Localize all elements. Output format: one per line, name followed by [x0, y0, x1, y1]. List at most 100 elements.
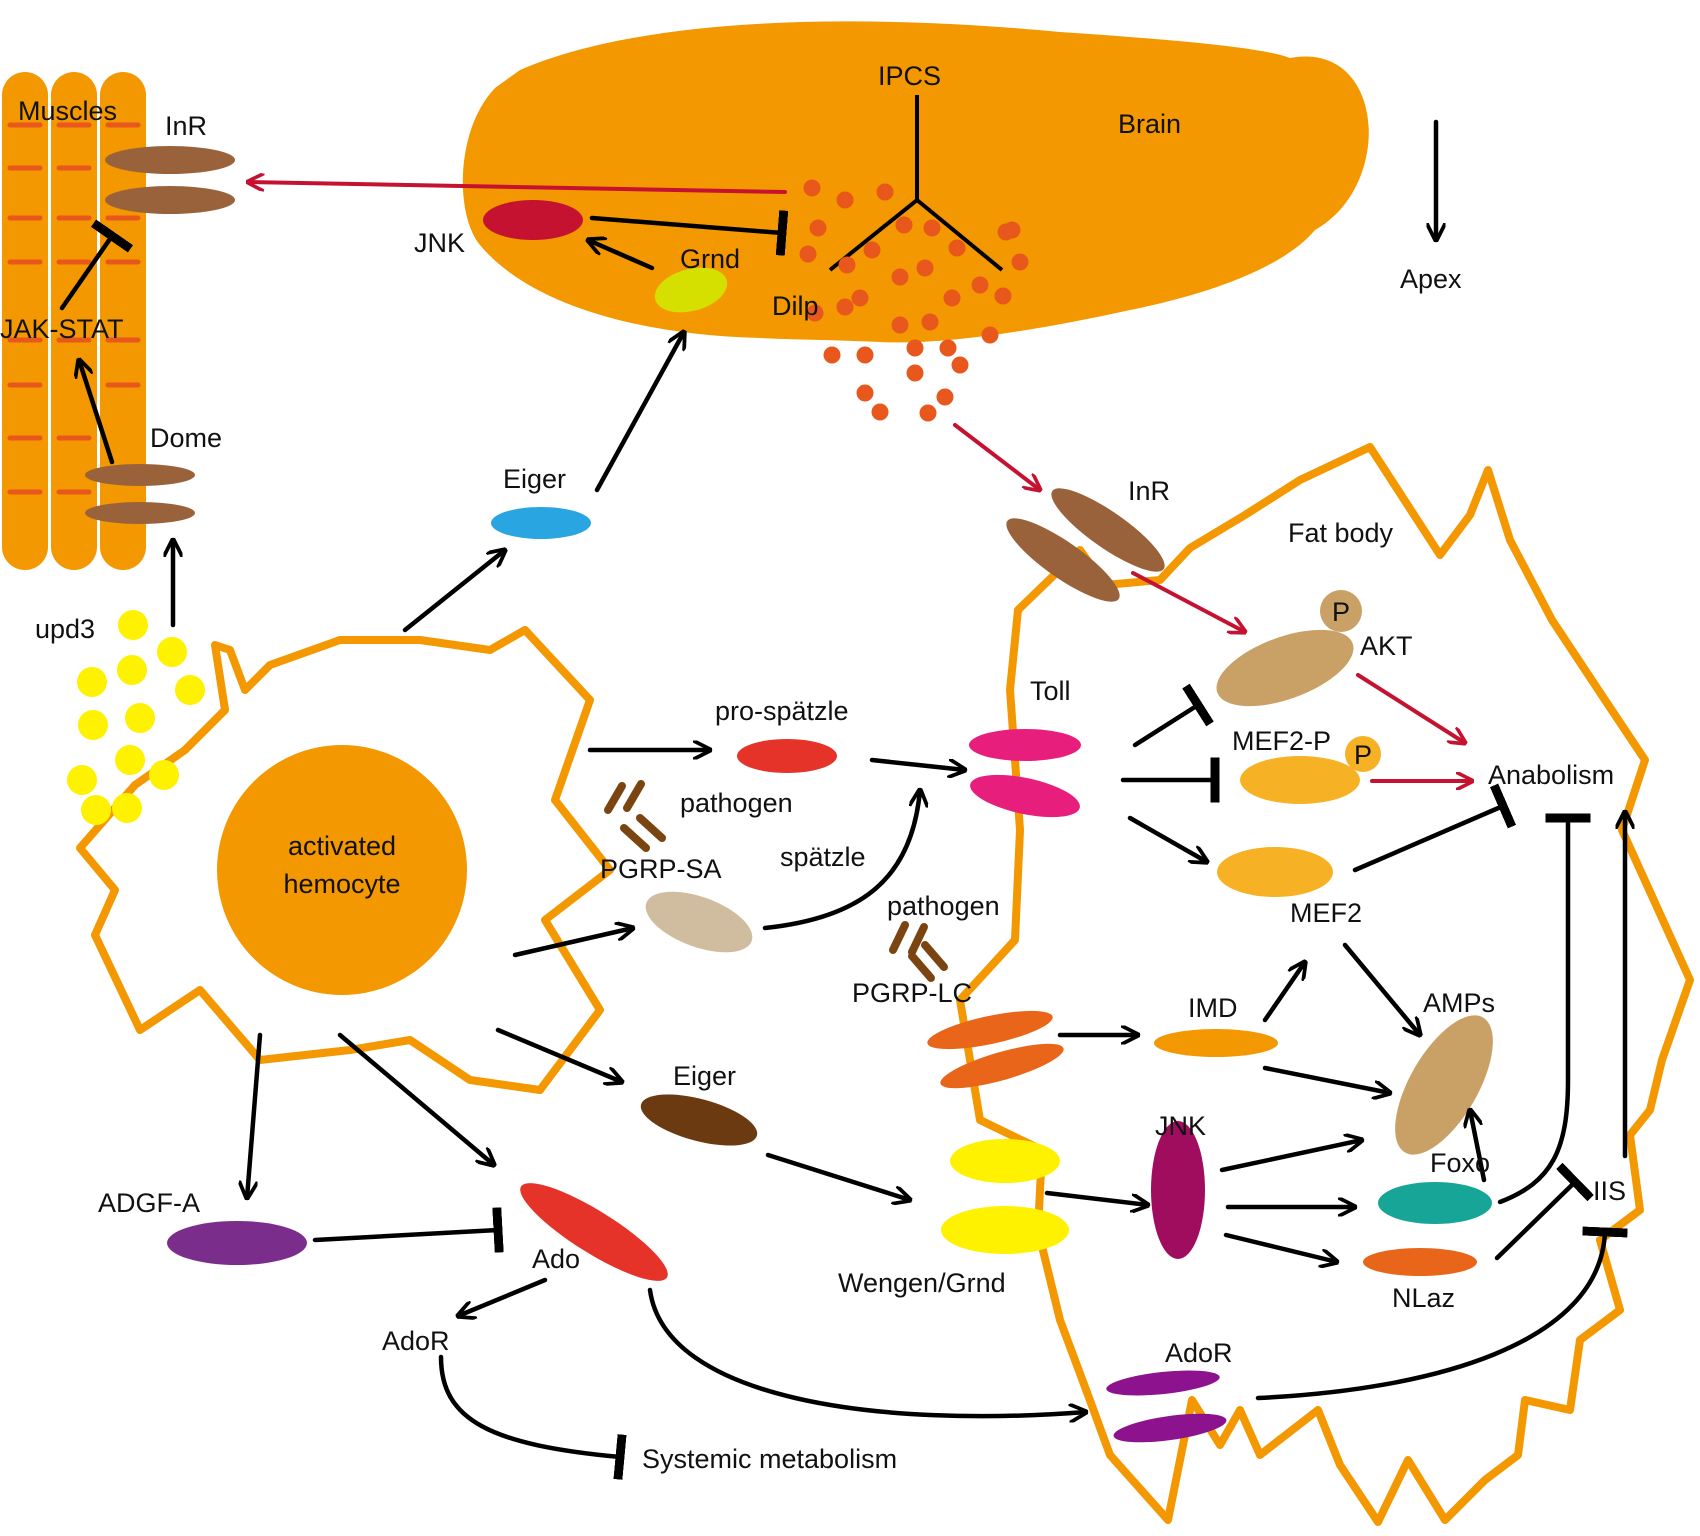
nlaz-node — [1363, 1248, 1477, 1276]
ador-inhibits-iis — [1255, 1226, 1628, 1401]
imd-to-mef2-arrow — [1262, 962, 1305, 1023]
upd3-dots — [67, 610, 205, 825]
eiger-bottom-node — [640, 1094, 758, 1146]
pgrp-lc-receptor-lower — [940, 1043, 1064, 1089]
wengen-grnd-label: Wengen/Grnd — [838, 1268, 1006, 1298]
diagram-labels: Muscles InR JAK-STAT Dome upd3 IPCS Brai… — [0, 61, 1626, 1474]
jnk-fat-label: JNK — [1155, 1111, 1206, 1141]
nlaz-inhibits-iis — [1494, 1162, 1594, 1261]
ipcs-label: IPCS — [878, 61, 941, 91]
akt-to-anabolism-arrow — [1356, 673, 1465, 743]
grnd-to-jnk-arrow — [588, 240, 655, 271]
spatzle-label: spätzle — [780, 842, 866, 872]
imd-node — [1154, 1029, 1278, 1057]
hemocyte-to-eiger-top-arrow — [402, 550, 505, 633]
mef2p-node — [1240, 756, 1360, 804]
adgf-a-node — [167, 1221, 307, 1265]
anabolism-label: Anabolism — [1488, 760, 1614, 790]
ado-label: Ado — [532, 1244, 580, 1274]
grnd-brain-node — [654, 267, 728, 313]
inr-to-akt-arrow — [1131, 571, 1245, 632]
dome-receptor-lower — [85, 502, 195, 524]
jak-stat-inhibits-inr — [59, 219, 134, 311]
akt-node — [1216, 629, 1354, 707]
ador-left-label: AdoR — [382, 1326, 450, 1356]
upd3-label: upd3 — [35, 614, 95, 644]
muscle-stripes — [7, 122, 141, 495]
imd-to-amps-arrow — [1262, 1065, 1390, 1093]
pgrp-lc-label: PGRP-LC — [852, 978, 972, 1008]
eiger-to-grnd-brain-arrow — [594, 332, 684, 493]
dome-label: Dome — [150, 423, 222, 453]
pathogen-2-label: pathogen — [887, 891, 1000, 921]
amps-label: AMPs — [1423, 988, 1495, 1018]
ipcs-neuron — [828, 95, 1004, 272]
iis-label: IIS — [1593, 1176, 1626, 1206]
fat-body-label: Fat body — [1288, 518, 1394, 548]
inr-muscle-receptor-upper — [105, 146, 235, 174]
mef2-inhibits-anabolism — [1352, 783, 1517, 873]
toll-receptor-upper — [969, 729, 1081, 761]
ador-right-label: AdoR — [1165, 1338, 1233, 1368]
foxo-label: Foxo — [1430, 1148, 1490, 1178]
eiger-top-node — [491, 507, 591, 539]
mef2p-phospho-badge — [1345, 736, 1381, 772]
inr-fat-receptor-upper — [1051, 488, 1165, 572]
mef2-label: MEF2 — [1290, 898, 1362, 928]
toll-inhibits-akt — [1132, 683, 1214, 748]
jnk-brain-label: JNK — [414, 228, 465, 258]
pro-spatzle-to-toll-arrow — [869, 757, 965, 770]
hemocyte-label-line1: activated — [288, 831, 396, 861]
pathogen-glyph-2 — [889, 921, 948, 982]
pathogen-glyph-1 — [604, 780, 666, 852]
ado-to-ador-arrow — [458, 1277, 548, 1316]
dilp-dots — [799, 179, 1029, 422]
imd-label: IMD — [1188, 993, 1238, 1023]
inr-muscle-receptor-lower — [105, 186, 235, 214]
eiger-bottom-label: Eiger — [673, 1061, 736, 1091]
pro-spatzle-node — [737, 739, 837, 773]
grnd-brain-label: Grnd — [680, 244, 740, 274]
hemocyte-to-eiger-bottom-arrow — [495, 1027, 622, 1082]
pgrp-sa-label: PGRP-SA — [600, 854, 722, 884]
dome-to-jak-stat-arrow — [79, 360, 115, 465]
jnk-brain-node — [483, 200, 583, 240]
jak-stat-label: JAK-STAT — [0, 314, 124, 344]
hemocyte-to-adgf-a-arrow — [247, 1032, 263, 1198]
hemocyte-to-pgrp-sa-arrow — [512, 928, 633, 958]
systemic-metabolism-label: Systemic metabolism — [642, 1444, 897, 1474]
mef2-node — [1217, 847, 1333, 897]
akt-label: AKT — [1360, 631, 1413, 661]
pgrp-sa-node — [645, 891, 753, 953]
inr-fat-receptor-lower — [1006, 518, 1120, 602]
dome-receptor-upper — [85, 464, 195, 486]
dilp-to-muscle-inr-arrow — [246, 182, 787, 194]
wengen-grnd-to-jnk-arrow — [1044, 1190, 1148, 1205]
wengen-grnd-receptor-lower — [941, 1206, 1069, 1254]
toll-label: Toll — [1030, 676, 1071, 706]
apex-label: Apex — [1400, 264, 1462, 294]
jnk-fat-node — [1151, 1121, 1205, 1259]
foxo-to-amps-arrow — [1470, 1110, 1487, 1183]
hemocyte-membrane — [76, 626, 614, 1094]
muscle-tissue — [2, 72, 235, 570]
hemocyte-label-line2: hemocyte — [283, 869, 400, 899]
ador-fat-receptor-upper — [1106, 1370, 1220, 1396]
wengen-grnd-receptor-upper — [950, 1139, 1060, 1183]
muscles-label: Muscles — [18, 96, 117, 126]
inr-fat-label: InR — [1128, 476, 1170, 506]
jnk-inhibits-dilp — [589, 210, 789, 256]
pro-spatzle-label: pro-spätzle — [715, 696, 849, 726]
jnk-to-amps-arrow — [1219, 1140, 1362, 1173]
mef2p-label: MEF2-P — [1232, 726, 1331, 756]
amps-node — [1395, 1015, 1493, 1155]
mef2-to-amps-arrow — [1342, 942, 1420, 1035]
hemocyte-nucleus — [217, 745, 467, 995]
eiger-to-wengen-grnd-arrow — [765, 1152, 910, 1200]
dilp-label: Dilp — [772, 291, 819, 321]
dilp-to-fat-inr-arrow — [953, 423, 1040, 490]
pgrp-lc-receptor-upper — [927, 1010, 1053, 1050]
brain-label: Brain — [1118, 109, 1181, 139]
foxo-node — [1378, 1182, 1492, 1224]
